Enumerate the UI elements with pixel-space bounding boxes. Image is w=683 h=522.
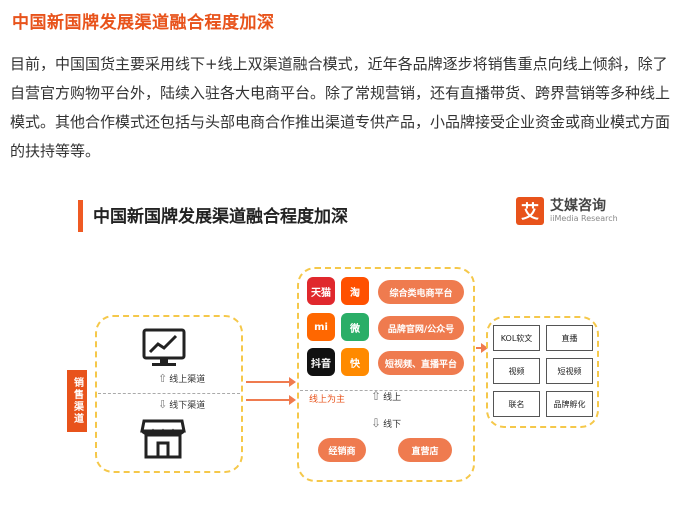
flow-arrow-right bbox=[476, 343, 488, 353]
marketing-box bbox=[486, 316, 599, 428]
arrow-down-icon: ⇩ bbox=[371, 416, 382, 430]
platform-box bbox=[297, 267, 475, 482]
arrow-up-icon: ⇧ bbox=[158, 372, 168, 385]
monitor-icon bbox=[142, 328, 186, 366]
pill-official-site: 品牌官网/公众号 bbox=[378, 316, 464, 340]
channel-figure: 中国新国牌发展渠道融合程度加深 艾 艾媒咨询 iiMedia Research … bbox=[0, 185, 683, 522]
online-channel-label: ⇧ 线上渠道 bbox=[158, 372, 206, 385]
kuaishou-icon: 快 bbox=[341, 348, 369, 376]
pill-direct-store: 直营店 bbox=[398, 438, 452, 462]
up-online-label: ⇧ 线上 bbox=[371, 389, 402, 403]
offline-channel-label: ⇩ 线下渠道 bbox=[158, 398, 206, 411]
figure-title-bar bbox=[78, 200, 83, 232]
cell-live: 直播 bbox=[546, 325, 593, 351]
tmall-icon: 天猫 bbox=[307, 277, 335, 305]
online-focus-note: 线上为主 bbox=[309, 395, 346, 405]
article-title: 中国新国牌发展渠道融合程度加深 bbox=[12, 13, 275, 33]
arrow-down-icon: ⇩ bbox=[158, 398, 168, 411]
taobao-icon: 淘 bbox=[341, 277, 369, 305]
pill-distributor: 经销商 bbox=[318, 438, 366, 462]
brand-name: 艾媒咨询 bbox=[550, 198, 606, 214]
arrow-up-icon: ⇧ bbox=[371, 389, 382, 403]
figure-title: 中国新国牌发展渠道融合程度加深 bbox=[93, 207, 348, 227]
cell-video: 视频 bbox=[493, 358, 540, 384]
down-offline-label: ⇩ 线下 bbox=[371, 416, 402, 430]
wechat-icon: 微 bbox=[341, 313, 369, 341]
flow-arrow-offline bbox=[246, 395, 296, 405]
cell-short-video: 短视频 bbox=[546, 358, 593, 384]
article-body: 目前，中国国货主要采用线下+线上双渠道融合模式，近年各品牌逐步将销售重点向线上倾… bbox=[10, 55, 671, 160]
cell-incubation: 品牌孵化 bbox=[546, 391, 593, 417]
xiaomi-icon: mi bbox=[307, 313, 335, 341]
flow-arrow-online bbox=[246, 377, 296, 387]
sales-channel-label: 销售渠道 bbox=[67, 370, 87, 432]
douyin-icon: 抖音 bbox=[307, 348, 335, 376]
left-divider bbox=[98, 393, 240, 394]
mid-divider bbox=[300, 390, 472, 391]
sales-channel-box bbox=[95, 315, 243, 473]
brand-sub: iiMedia Research bbox=[550, 214, 618, 223]
pill-ecommerce: 综合类电商平台 bbox=[378, 280, 464, 304]
cell-co-brand: 联名 bbox=[493, 391, 540, 417]
storefront-icon bbox=[140, 419, 186, 459]
pill-video-live: 短视频、直播平台 bbox=[378, 351, 464, 375]
iimedia-mark-icon: 艾 bbox=[516, 197, 544, 225]
iimedia-logo: 艾 艾媒咨询 iiMedia Research bbox=[516, 197, 618, 225]
cell-kol: KOL软文 bbox=[493, 325, 540, 351]
